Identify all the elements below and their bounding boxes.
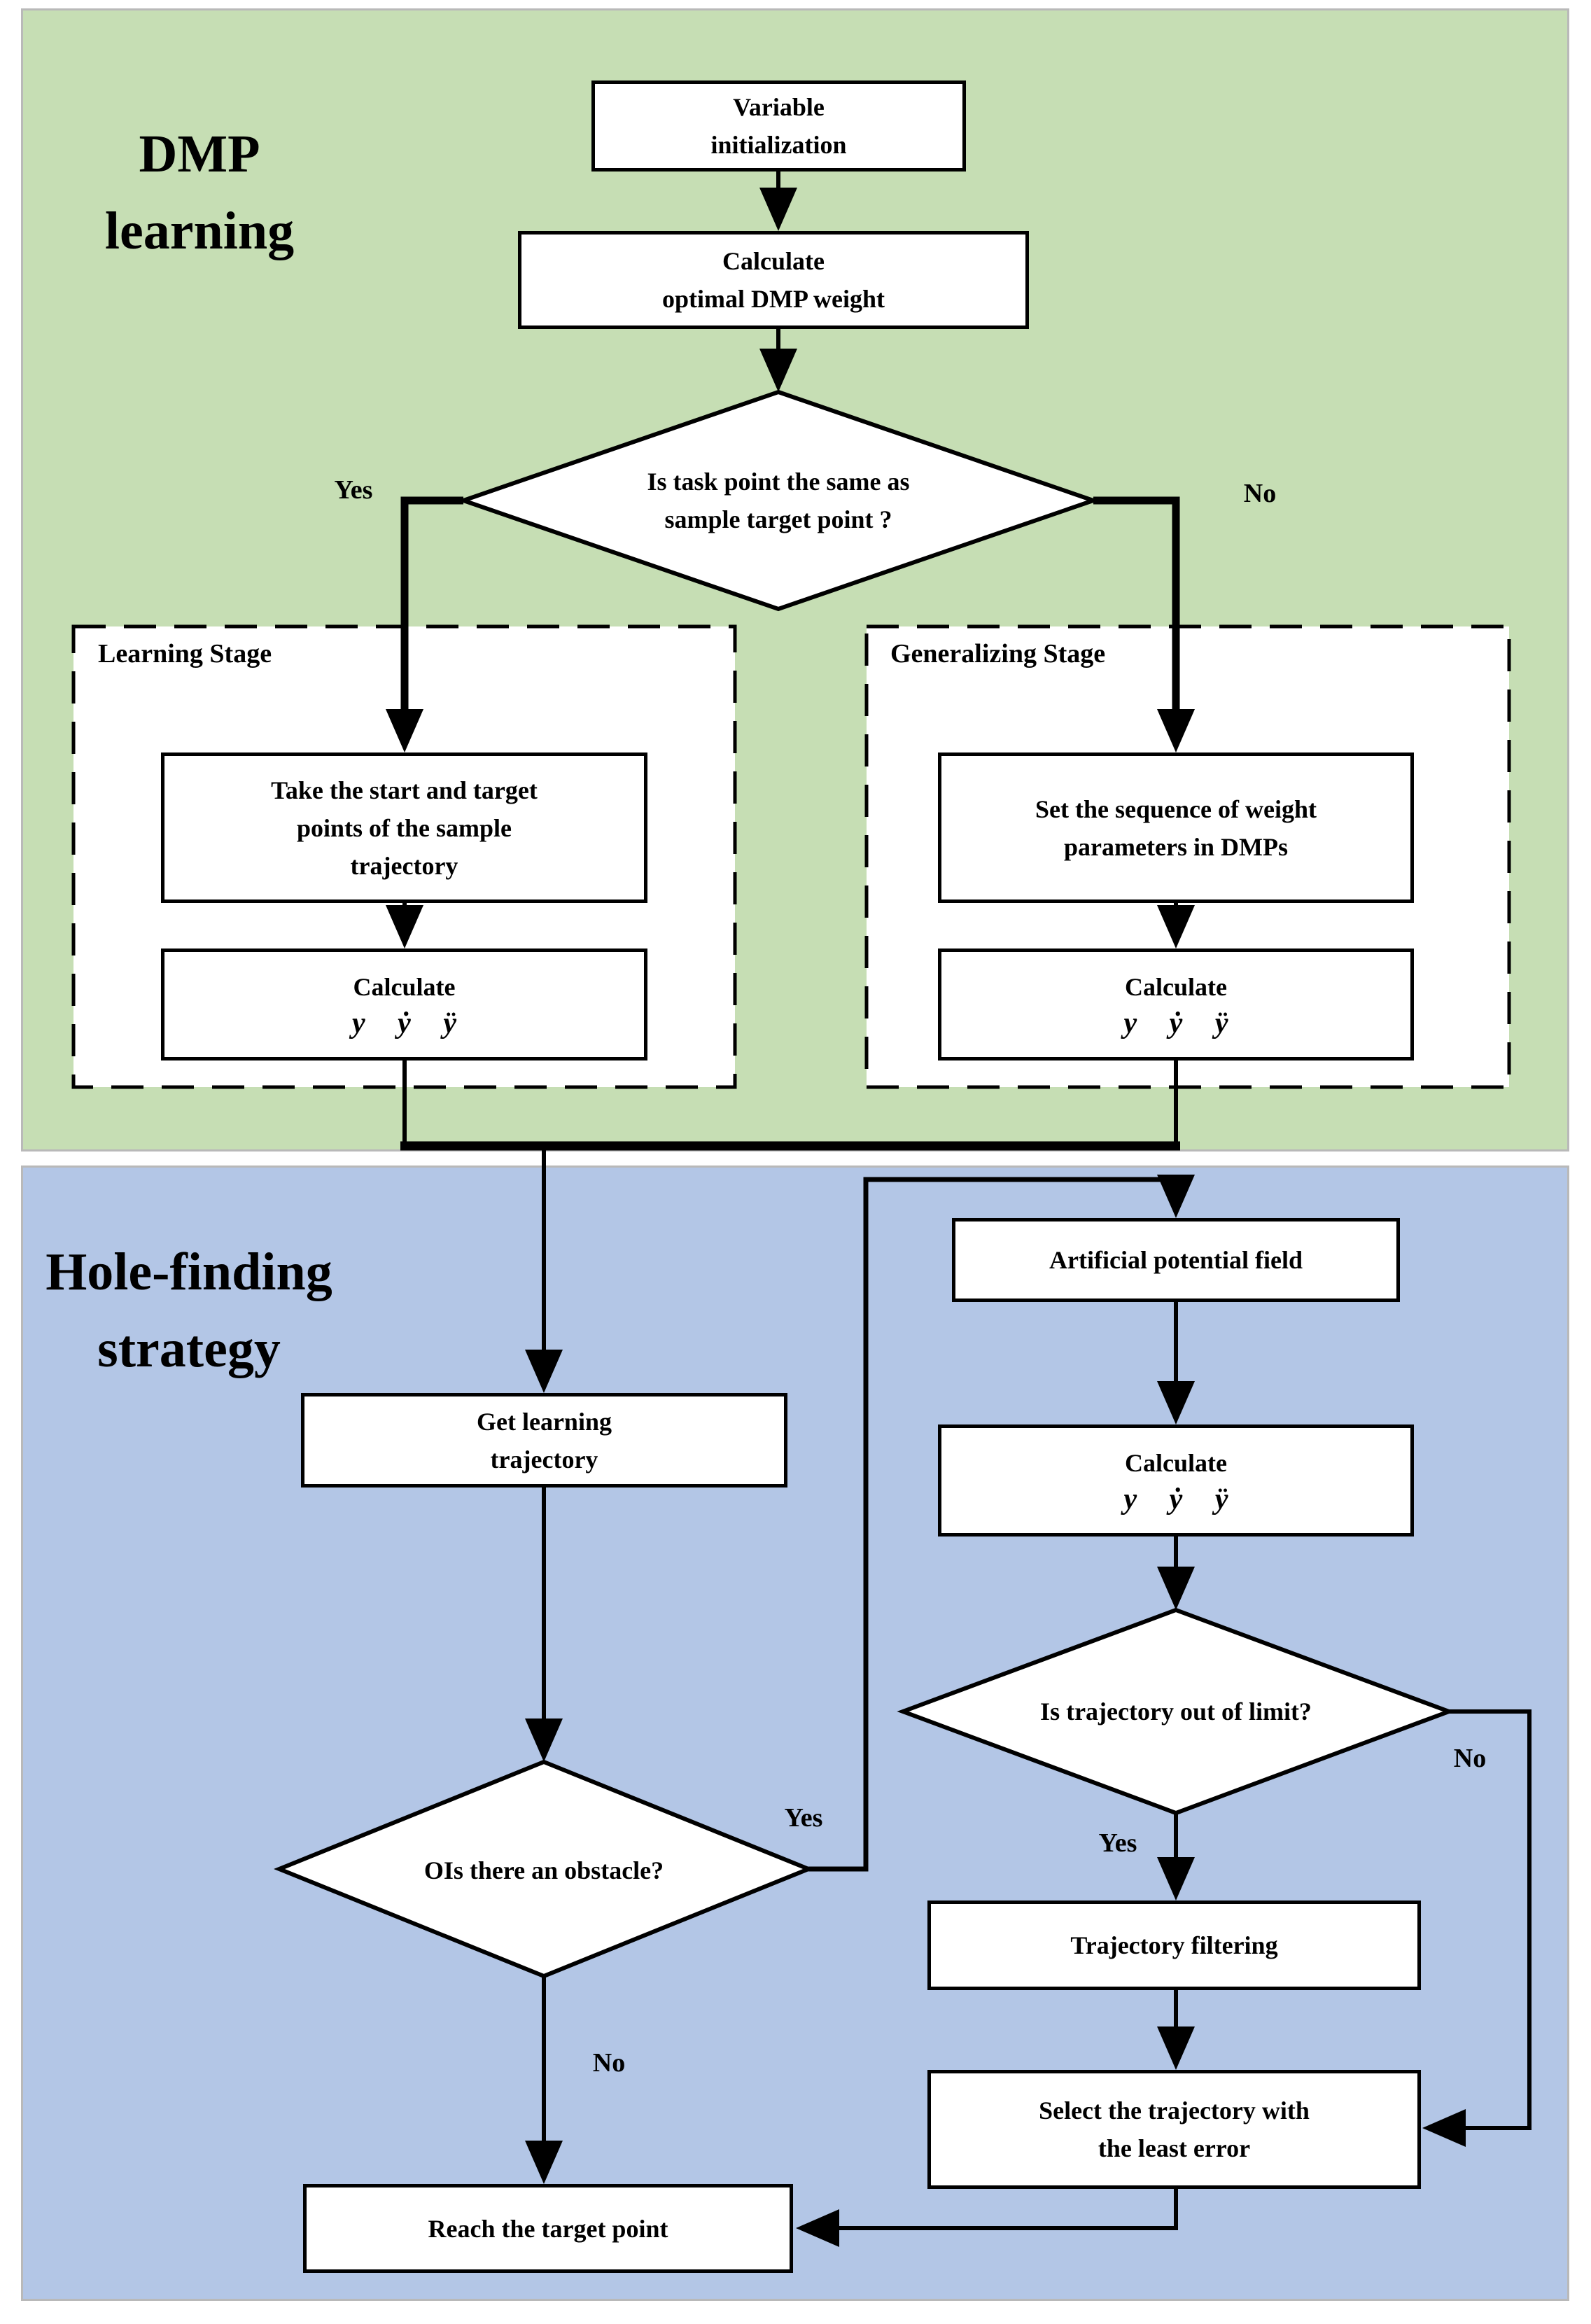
- select-trajectory-box: Select the trajectory with the least err…: [927, 2070, 1421, 2189]
- calculate-generalizing-math: y ẏ ÿ: [1123, 1007, 1228, 1040]
- set-sequence-box: Set the sequence of weight parameters in…: [938, 752, 1414, 903]
- arrow-filter-to-select-head: [1157, 2026, 1195, 2070]
- get-trajectory-line2: trajectory: [490, 1445, 598, 1474]
- task-diamond-text: Is task point the same as sample target …: [647, 463, 909, 538]
- obstacle-diamond-text: OIs there an obstacle?: [424, 1851, 664, 1889]
- task-diamond-line2: sample target point ?: [664, 505, 892, 533]
- task-no-branch-head: [1157, 709, 1195, 752]
- task-yes-branch-line: [400, 496, 463, 714]
- calculate-weight-line1: Calculate: [722, 247, 825, 275]
- hole-finding-title: Hole-finding strategy: [21, 1233, 357, 1387]
- variable-initialization-box: Variable initialization: [591, 80, 966, 172]
- arrow-set-to-calc-head: [1157, 905, 1195, 948]
- take-points-line3: trajectory: [350, 851, 458, 880]
- task-no-label: No: [1243, 479, 1277, 508]
- learning-stage-label: Learning Stage: [98, 639, 272, 668]
- select-trajectory-line1: Select the trajectory with: [1039, 2096, 1310, 2124]
- get-trajectory-box: Get learning trajectory: [301, 1393, 787, 1488]
- obstacle-diamond-line1: OIs there an obstacle?: [423, 1856, 664, 1884]
- limit-diamond-line1: Is trajectory out of limit?: [1040, 1698, 1312, 1726]
- arrow-calcweight-to-diamond-head: [759, 349, 797, 392]
- dmp-learning-title-line2: learning: [104, 202, 295, 261]
- artificial-potential-line1: Artificial potential field: [1049, 1246, 1303, 1274]
- task-yes-branch-head: [386, 709, 423, 752]
- calculate-apf-box: Calculate y ẏ ÿ: [938, 1424, 1414, 1536]
- task-no-branch-line: [1093, 496, 1180, 714]
- trajectory-filtering-line1: Trajectory filtering: [1070, 1931, 1278, 1959]
- arrow-varinit-to-calcweight-head: [759, 188, 797, 231]
- artificial-potential-box: Artificial potential field: [952, 1218, 1400, 1302]
- limit-no-head: [1422, 2109, 1466, 2147]
- take-points-box: Take the start and target points of the …: [161, 752, 647, 903]
- obstacle-no-head: [525, 2141, 563, 2184]
- calculate-weight-box: Calculate optimal DMP weight: [518, 231, 1029, 329]
- select-to-reach-line: [836, 2189, 1178, 2230]
- calculate-generalizing-line1: Calculate: [1125, 972, 1227, 1001]
- limit-yes-head: [1157, 1857, 1195, 1900]
- calculate-learning-box: Calculate y ẏ ÿ: [161, 948, 647, 1060]
- arrow-gettraj-to-obstacle-head: [525, 1718, 563, 1762]
- calculate-apf-line1: Calculate: [1125, 1448, 1227, 1477]
- set-sequence-line2: parameters in DMPs: [1064, 832, 1288, 861]
- select-trajectory-line2: the least error: [1098, 2134, 1251, 2162]
- dmp-learning-title: DMP learning: [49, 115, 350, 270]
- dmp-learning-title-line1: DMP: [139, 125, 260, 183]
- limit-no-label: No: [1453, 1744, 1487, 1773]
- task-point-diamond: [456, 389, 1100, 612]
- obstacle-yes-loop-head: [1157, 1175, 1195, 1218]
- take-points-line2: points of the sample: [296, 813, 512, 842]
- arrow-apf-to-calc-head: [1157, 1381, 1195, 1424]
- limit-no-line: [1449, 1709, 1532, 2130]
- obstacle-yes-label: Yes: [784, 1803, 823, 1833]
- set-sequence-line1: Set the sequence of weight: [1035, 794, 1317, 823]
- take-points-line1: Take the start and target: [271, 776, 538, 804]
- generalizing-stage-label: Generalizing Stage: [890, 639, 1106, 668]
- reach-target-box: Reach the target point: [303, 2184, 793, 2273]
- task-yes-label: Yes: [334, 475, 373, 505]
- calculate-weight-line2: optimal DMP weight: [662, 285, 885, 313]
- variable-initialization-line1: Variable: [733, 93, 825, 121]
- arrow-take-to-calc-head: [386, 905, 423, 948]
- trajectory-filtering-box: Trajectory filtering: [927, 1900, 1421, 1990]
- variable-initialization-line2: initialization: [710, 131, 847, 159]
- limit-diamond-text: Is trajectory out of limit?: [1040, 1693, 1312, 1730]
- calculate-learning-line1: Calculate: [353, 972, 456, 1001]
- limit-yes-label: Yes: [1098, 1828, 1137, 1858]
- get-trajectory-line1: Get learning: [477, 1407, 612, 1436]
- select-to-reach-head: [796, 2209, 839, 2247]
- task-diamond-line1: Is task point the same as: [647, 468, 910, 496]
- arrow-calc-to-limit-head: [1157, 1567, 1195, 1610]
- hole-finding-title-line1: Hole-finding: [45, 1242, 332, 1301]
- calculate-apf-math: y ẏ ÿ: [1123, 1483, 1228, 1516]
- hole-finding-title-line2: strategy: [97, 1320, 281, 1379]
- obstacle-no-label: No: [592, 2048, 626, 2078]
- calculate-generalizing-box: Calculate y ẏ ÿ: [938, 948, 1414, 1060]
- arrow-merge-to-gettraj-head: [525, 1350, 563, 1393]
- calculate-learning-math: y ẏ ÿ: [352, 1007, 456, 1040]
- reach-target-line1: Reach the target point: [428, 2214, 668, 2243]
